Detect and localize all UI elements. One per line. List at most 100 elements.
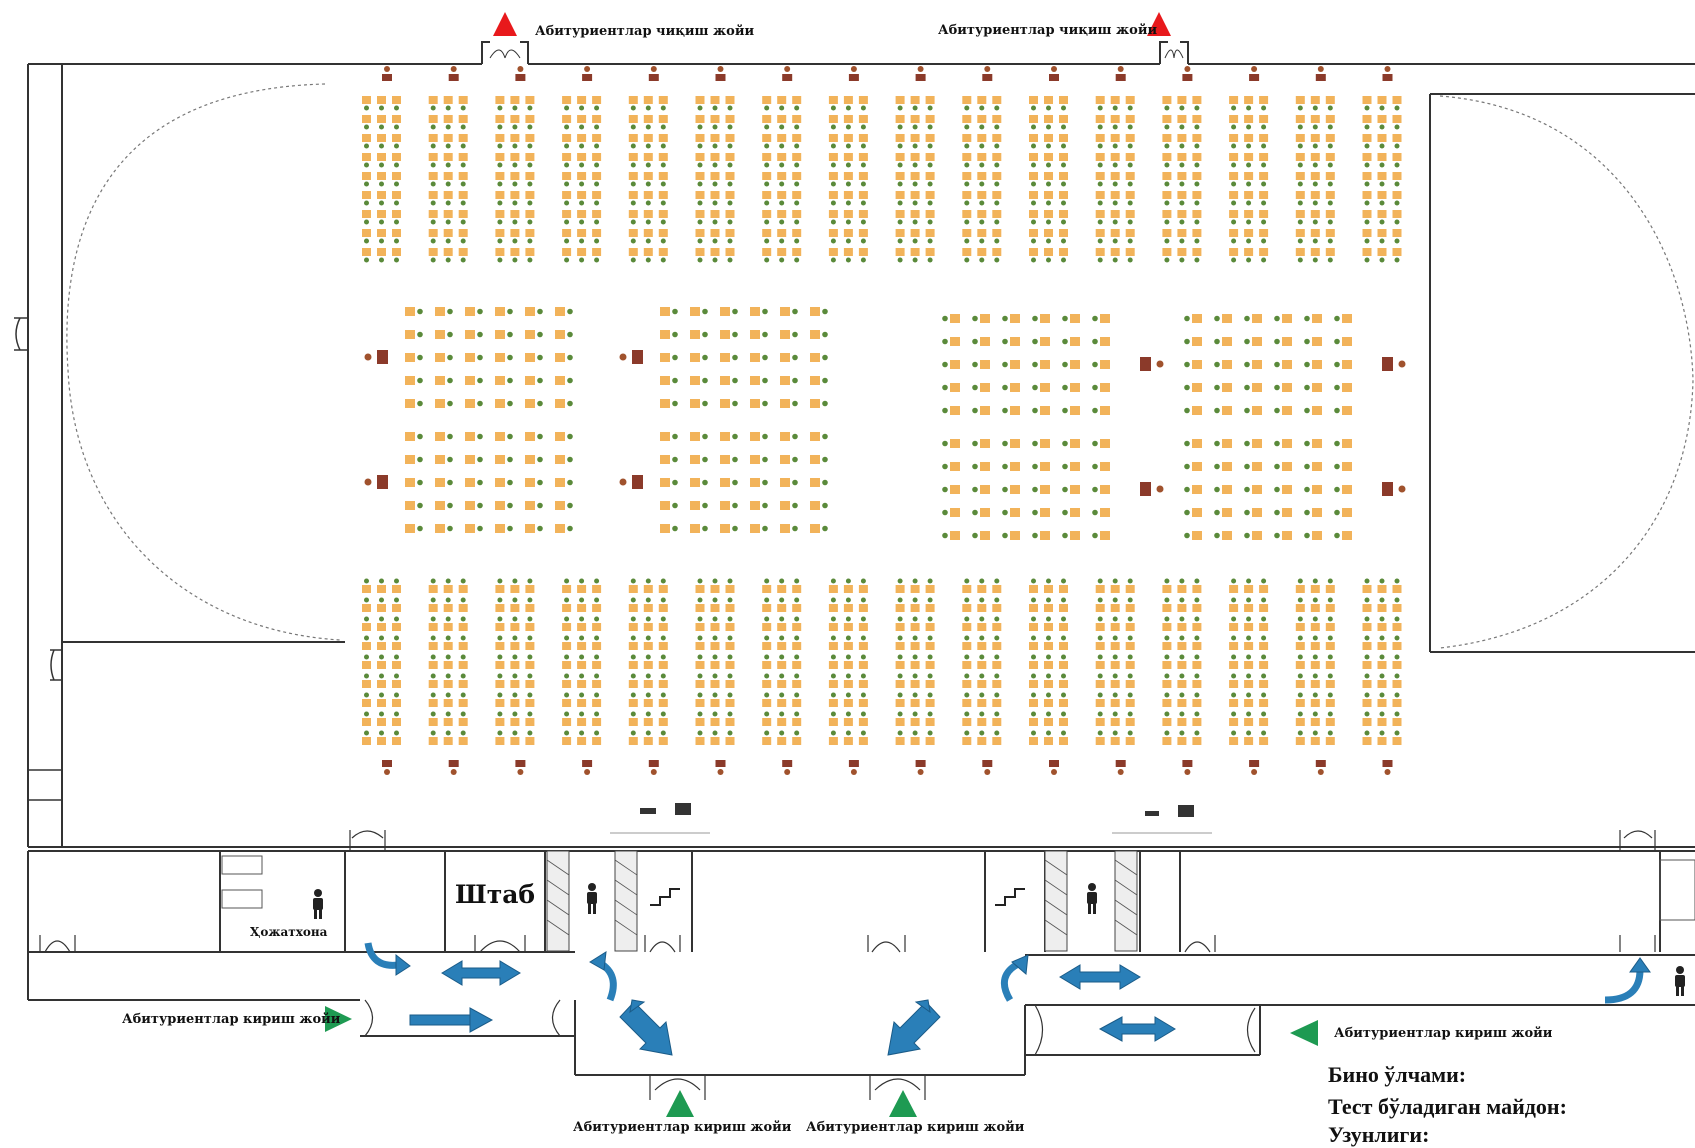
chair	[1312, 616, 1318, 622]
chair	[579, 730, 585, 736]
chair	[927, 597, 933, 603]
desk	[777, 229, 787, 237]
chair	[567, 354, 573, 361]
chair	[732, 433, 738, 440]
desk	[1252, 531, 1262, 540]
desk	[1029, 585, 1038, 593]
proctor-desk	[782, 74, 793, 81]
blue-arrow-icon	[589, 951, 617, 1002]
chair	[1194, 105, 1200, 111]
chair	[1002, 338, 1008, 345]
chair	[702, 377, 708, 384]
chair	[660, 181, 666, 187]
chair	[1394, 219, 1400, 225]
chair	[779, 257, 785, 263]
desk	[1229, 661, 1239, 669]
chair	[379, 219, 384, 225]
chair	[512, 143, 518, 149]
desk	[710, 115, 720, 123]
desk	[1010, 439, 1020, 448]
chair	[512, 616, 518, 622]
chair	[567, 456, 573, 463]
chair	[972, 440, 978, 447]
desk	[690, 501, 700, 510]
chair	[1312, 692, 1318, 698]
chair	[830, 257, 836, 263]
chair	[579, 654, 585, 660]
chair	[830, 238, 836, 244]
chair	[527, 219, 533, 225]
desk	[1252, 383, 1262, 392]
desk	[977, 604, 987, 612]
desk	[980, 508, 990, 517]
chair	[697, 257, 703, 263]
desk	[710, 134, 720, 142]
chair	[994, 730, 1000, 736]
chair	[860, 692, 866, 698]
chair	[822, 479, 828, 486]
desk	[428, 248, 438, 256]
chair	[897, 635, 903, 641]
desk	[1325, 661, 1335, 669]
chair	[845, 143, 851, 149]
chair	[794, 238, 800, 244]
desk	[950, 508, 960, 517]
chair	[1184, 463, 1190, 470]
chair	[762, 400, 768, 407]
desk	[895, 115, 905, 123]
chair	[727, 143, 733, 149]
desk	[1177, 229, 1187, 237]
desk	[780, 307, 790, 316]
desk	[695, 96, 705, 104]
chair	[697, 105, 703, 111]
chair	[1246, 730, 1252, 736]
chair	[1231, 257, 1237, 263]
desk	[962, 642, 972, 650]
desk	[1125, 191, 1135, 199]
desk	[910, 699, 920, 707]
chair	[417, 525, 423, 532]
desk	[577, 642, 587, 650]
desk	[1192, 485, 1202, 494]
desk	[465, 478, 475, 487]
chair	[564, 257, 570, 263]
desk	[1192, 623, 1202, 631]
chair	[660, 219, 666, 225]
desk	[1192, 96, 1202, 104]
chair	[1379, 219, 1385, 225]
desk	[710, 737, 720, 745]
desk	[895, 248, 905, 256]
desk	[858, 661, 868, 669]
chair	[1112, 257, 1118, 263]
desk	[1177, 680, 1187, 688]
desk	[895, 229, 905, 237]
chair	[672, 308, 678, 315]
desk	[1044, 134, 1053, 142]
desk	[362, 623, 371, 631]
chair	[1394, 105, 1400, 111]
desk	[628, 191, 638, 199]
desk	[828, 115, 838, 123]
desk	[555, 353, 565, 362]
desk	[510, 191, 520, 199]
desk	[1362, 134, 1372, 142]
chair	[1327, 105, 1333, 111]
desk	[1222, 531, 1232, 540]
chair	[460, 200, 466, 206]
chair	[927, 181, 933, 187]
chair	[712, 654, 718, 660]
desk	[1392, 115, 1402, 123]
chair	[645, 635, 651, 641]
chair	[1297, 616, 1303, 622]
chair	[972, 486, 978, 493]
desk	[1110, 172, 1120, 180]
chair	[1244, 384, 1250, 391]
desk	[977, 661, 987, 669]
chair	[1032, 407, 1038, 414]
chair	[1297, 124, 1303, 130]
chair	[702, 433, 708, 440]
desk	[428, 699, 438, 707]
chair	[994, 162, 1000, 168]
chair	[594, 597, 600, 603]
chair	[779, 162, 785, 168]
